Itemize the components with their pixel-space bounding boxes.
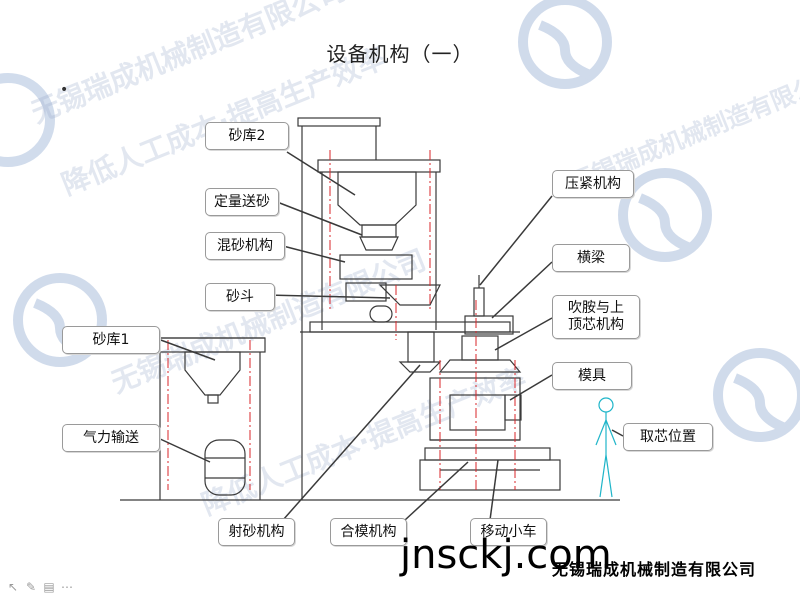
- label-sand-hopper: 砂斗: [205, 283, 275, 311]
- bullet-marker: •: [60, 82, 69, 98]
- label-sand-bin-1: 砂库1: [62, 326, 160, 354]
- slide-toolbar: ↖ ✎ ▤ ⋯: [6, 580, 74, 594]
- label-moving-cart: 移动小车: [470, 518, 547, 546]
- label-sand-mixing: 混砂机构: [205, 232, 285, 260]
- label-mold: 模具: [552, 362, 632, 390]
- label-sand-bin-2: 砂库2: [205, 122, 289, 150]
- leader-lines: [157, 151, 624, 521]
- label-mold-closing: 合模机构: [330, 518, 407, 546]
- operator-figure-icon: [595, 397, 617, 498]
- label-blow-amine-line2: 顶芯机构: [568, 317, 624, 333]
- watermark-logo-icon: [618, 168, 712, 262]
- watermark-logo-icon: [0, 73, 55, 167]
- label-quantitative-sand: 定量送砂: [205, 188, 279, 216]
- right-machine-structure: [419, 275, 561, 491]
- arrow-icon[interactable]: ↖: [7, 580, 19, 594]
- center-lines: [167, 150, 516, 490]
- watermark-logo-icon: [518, 0, 612, 89]
- label-blow-amine-line1: 吹胺与上: [568, 300, 624, 316]
- label-pressing: 压紧机构: [552, 170, 634, 198]
- label-core-position: 取芯位置: [623, 423, 713, 451]
- label-blow-amine: 吹胺与上 顶芯机构: [552, 295, 640, 339]
- label-shooting: 射砂机构: [218, 518, 295, 546]
- company-name: 无锡瑞成机械制造有限公司: [552, 560, 757, 579]
- label-cross-beam: 横梁: [552, 244, 630, 272]
- more-icon[interactable]: ⋯: [61, 580, 73, 594]
- label-pneumatic-conveying: 气力输送: [62, 424, 160, 452]
- sand-bin-1-structure: [154, 337, 266, 500]
- main-tower-structure: [297, 117, 520, 500]
- site-watermark: jnsckj.com: [400, 532, 612, 578]
- page-title: 设备机构（一）: [326, 42, 474, 66]
- pen-icon[interactable]: ✎: [25, 580, 37, 594]
- watermark-logo-icon: [713, 348, 800, 442]
- slides-icon[interactable]: ▤: [43, 580, 55, 594]
